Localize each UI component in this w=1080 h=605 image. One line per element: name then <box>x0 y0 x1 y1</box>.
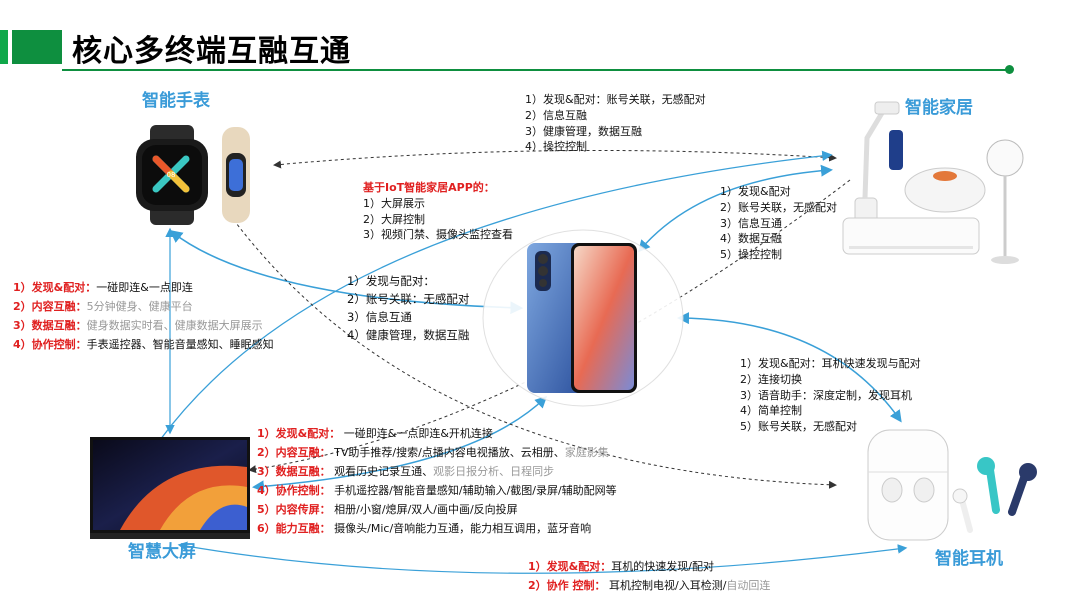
arrow-phone-earphone <box>677 312 902 423</box>
tv-phone-item: 3）数据互融： 观看历史记录互通、观影日报分析、日程同步 <box>257 465 555 478</box>
earphone-phone-notes: 1）发现&配对：耳机快速发现与配对 2）连接切换 3）语音助手：深度定制，发现耳… <box>740 356 921 435</box>
smart-tv-image <box>90 437 250 539</box>
earphone-phone-item: 5）账号关联，无感配对 <box>740 420 857 434</box>
home-phone-item: 5）操控控制 <box>720 248 782 262</box>
tv-phone-notes: 1）发现&配对： 一碰即连&一点即连&开机连接 2）内容互融： TV助手推荐/搜… <box>257 424 617 538</box>
tv-phone-item: 2）内容互融： TV助手推荐/搜索/点播内容电视播放、云相册、家庭影集 <box>257 446 609 459</box>
home-top-item: 4）操控控制 <box>525 140 587 154</box>
smart-watch-image: 08 <box>136 125 250 225</box>
smart-earphone-image <box>867 429 1037 541</box>
iot-item: 2）大屏控制 <box>363 212 425 226</box>
label-smart-tv: 智慧大屏 <box>128 542 196 562</box>
earphone-phone-item: 3）语音助手：深度定制，发现耳机 <box>740 388 912 402</box>
label-smart-earphone: 智能耳机 <box>935 549 1003 569</box>
iot-item: 1）大屏展示 <box>363 196 425 210</box>
earphone-phone-item: 4）简单控制 <box>740 404 802 418</box>
title-accent-block <box>12 30 62 64</box>
home-phone-item: 1）发现&配对 <box>720 185 791 198</box>
tv-earphone-notes: 1）发现&配对：耳机的快速发现/配对 2）协作 控制： 耳机控制电视/入耳检测/… <box>528 557 770 595</box>
tv-earphone-item: 1）发现&配对：耳机的快速发现/配对 <box>528 560 714 573</box>
title-underline <box>62 69 1007 71</box>
home-phone-item: 2）账号关联，无感配对 <box>720 200 837 214</box>
home-top-item: 1）发现&配对：账号关联，无感配对 <box>525 93 706 106</box>
label-smart-home: 智能家居 <box>905 98 973 118</box>
arrow-watch-home <box>273 149 837 169</box>
home-watch-notes: 1）发现&配对：账号关联，无感配对 2）信息互融 3）健康管理，数据互融 4）操… <box>525 92 706 155</box>
home-phone-notes: 1）发现&配对 2）账号关联，无感配对 3）信息互通 4）数据互融 5）操控控制 <box>720 184 837 263</box>
earphone-phone-item: 1）发现&配对：耳机快速发现与配对 <box>740 357 921 370</box>
watch-phone-item: 3）信息互通 <box>347 310 412 324</box>
tv-earphone-item: 2）协作 控制： 耳机控制电视/入耳检测/自动回连 <box>528 579 771 592</box>
watch-tv-item: 1）发现&配对：一碰即连&一点即连 <box>13 281 193 294</box>
phone-image <box>527 243 637 393</box>
home-top-item: 2）信息互融 <box>525 108 587 122</box>
tv-phone-item: 1）发现&配对： 一碰即连&一点即连&开机连接 <box>257 427 493 440</box>
arrow-watch-earphone <box>229 214 837 489</box>
home-phone-item: 4）数据互融 <box>720 232 782 246</box>
iot-heading: 基于IoT智能家居APP的： <box>363 181 495 194</box>
label-smart-watch: 智能手表 <box>142 91 210 111</box>
tv-phone-item: 5）内容传屏： 相册/小窗/熄屏/双人/画中画/反向投屏 <box>257 503 518 516</box>
arrow-watch-phone <box>169 230 524 315</box>
tv-phone-item: 6）能力互融： 摄像头/Mic/音响能力互通，能力相互调用，蓝牙音响 <box>257 522 592 535</box>
watch-tv-item: 4）协作控制：手表遥控器、智能音量感知、睡眠感知 <box>13 338 274 351</box>
iot-item: 3）视频门禁、摄像头监控查看 <box>363 228 513 242</box>
svg-text:08: 08 <box>167 171 176 179</box>
watch-tv-notes: 1）发现&配对：一碰即连&一点即连 2）内容互融：5分钟健身、健康平台 3）数据… <box>13 278 274 354</box>
watch-phone-item: 2）账号关联：无感配对 <box>347 292 470 306</box>
title-accent-bar <box>0 30 8 64</box>
earphone-phone-item: 2）连接切换 <box>740 372 802 386</box>
iot-notes: 基于IoT智能家居APP的： 1）大屏展示 2）大屏控制 3）视频门禁、摄像头监… <box>363 180 513 243</box>
home-phone-item: 3）信息互通 <box>720 216 782 230</box>
title-line-dot <box>1005 65 1014 74</box>
smart-home-image <box>842 101 1024 264</box>
page-title: 核心多终端互融互通 <box>72 34 351 69</box>
arrow-phone-home <box>638 164 833 253</box>
watch-tv-item: 2）内容互融：5分钟健身、健康平台 <box>13 300 193 313</box>
watch-phone-item: 1）发现与配对： <box>347 274 435 288</box>
home-top-item: 3）健康管理，数据互融 <box>525 124 642 138</box>
arrow-tv-phone <box>252 395 548 493</box>
watch-tv-item: 3）数据互融：健身数据实时看、健康数据大屏展示 <box>13 319 263 332</box>
arrow-tv-earphone <box>177 541 908 574</box>
watch-phone-item: 4）健康管理，数据互融 <box>347 328 470 342</box>
watch-phone-notes: 1）发现与配对： 2）账号关联：无感配对 3）信息互通 4）健康管理，数据互融 <box>347 272 469 344</box>
tv-phone-item: 4）协作控制： 手机遥控器/智能音量感知/辅助输入/截图/录屏/辅助配网等 <box>257 484 617 497</box>
